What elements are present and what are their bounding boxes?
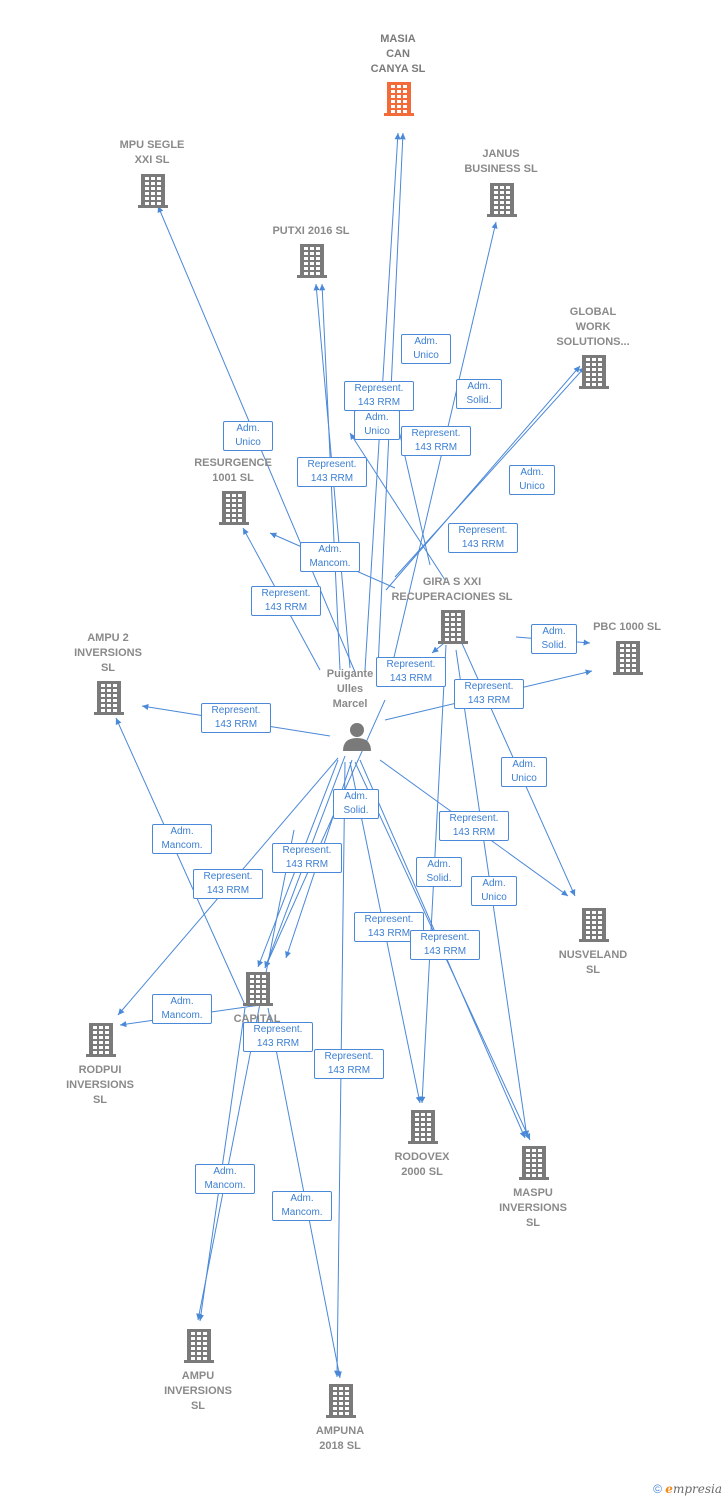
footer-brand: © empresia [653,1482,722,1496]
relation-label[interactable]: Represent. 143 RRM [354,912,424,942]
building-icon [519,1146,549,1180]
arrowhead [394,133,401,140]
arrowhead [561,889,568,896]
company-label-masia-can-canya: MASIA CAN CANYA SL [370,33,426,75]
arrowhead [583,639,590,646]
arrowhead [118,1008,125,1015]
relation-label[interactable]: Adm. Mancom. [195,1164,255,1194]
building-icon [438,610,468,644]
arrowhead [120,1021,127,1028]
relation-label[interactable]: Adm. Unico [509,465,555,495]
arrowhead [523,1130,530,1137]
company-label-global-work: GLOBAL WORK SOLUTIONS... [556,306,630,348]
arrowhead [285,951,291,958]
relationship-line [394,412,431,566]
company-label-pbc: PBC 1000 SL [593,621,661,633]
relation-label[interactable]: Adm. Mancom. [272,1191,332,1221]
person-label: Puigante Ulles Marcel [326,668,374,710]
relation-label[interactable]: Adm. Unico [471,876,517,906]
company-label-putxi: PUTXI 2016 SL [272,225,350,237]
arrowhead [573,366,580,373]
arrowhead [569,889,576,896]
arrowhead [335,1371,342,1378]
person-icon [342,721,372,751]
company-label-ampu: AMPU INVERSIONS SL [164,1370,232,1412]
relation-label[interactable]: Represent. 143 RRM [272,843,342,873]
building-icon [243,972,273,1006]
company-label-rodpui: RODPUI INVERSIONS SL [66,1064,134,1106]
relationship-line [115,717,246,1006]
building-icon [94,681,124,715]
building-icon [487,183,517,217]
arrowhead [264,961,271,968]
arrowhead [270,532,277,539]
building-icon [297,244,327,278]
company-label-maspu: MASPU INVERSIONS SL [499,1187,567,1229]
building-icon [86,1023,116,1057]
relation-label[interactable]: Adm. Solid. [416,857,462,887]
building-icon [579,908,609,942]
relation-label[interactable]: Represent. 143 RRM [201,703,271,733]
relation-label[interactable]: Represent. 143 RRM [376,657,446,687]
company-label-nusveland: NUSVELAND SL [558,949,628,976]
building-icon [138,174,168,208]
building-icon [579,355,609,389]
relation-label[interactable]: Adm. Unico [354,410,400,440]
relation-label[interactable]: Represent. 143 RRM [448,523,518,553]
relation-label[interactable]: Represent. 143 RRM [251,586,321,616]
arrowhead [257,960,264,967]
company-label-ampu2: AMPU 2 INVERSIONS SL [74,632,142,674]
building-icon [408,1110,438,1144]
relation-label[interactable]: Adm. Unico [401,334,451,364]
relation-label[interactable]: Represent. 143 RRM [297,457,367,487]
building-icon [384,82,414,116]
arrowhead [519,1131,526,1138]
relation-label[interactable]: Represent. 143 RRM [314,1049,384,1079]
relation-label[interactable]: Represent. 143 RRM [344,381,414,411]
relation-label[interactable]: Adm. Solid. [531,624,577,654]
arrowhead [491,222,498,229]
arrowhead [313,284,320,291]
arrowhead [142,703,149,710]
arrowhead [419,1096,426,1103]
arrowhead [319,284,326,291]
building-icon [184,1329,214,1363]
company-label-giras: GIRA S XXI RECUPERACIONES SL [391,576,513,603]
arrowhead [399,133,406,140]
building-icon [219,491,249,525]
relation-label[interactable]: Represent. 143 RRM [193,869,263,899]
relation-label[interactable]: Adm. Unico [501,757,547,787]
relation-label[interactable]: Adm. Solid. [456,379,502,409]
relation-label[interactable]: Adm. Unico [223,421,273,451]
arrowhead [196,1313,203,1320]
copyright-icon: © [653,1482,662,1496]
arrowhead [115,718,122,725]
relationship-line [197,829,295,1321]
relation-label[interactable]: Adm. Solid. [333,789,379,819]
relation-label[interactable]: Adm. Mancom. [300,542,360,572]
arrowhead [243,528,249,535]
building-icon [326,1384,356,1418]
relation-label[interactable]: Represent. 143 RRM [410,930,480,960]
company-label-resurgence: RESURGENCE 1001 SL [194,457,272,484]
brand-logo: empresia [665,1482,722,1496]
relation-label[interactable]: Adm. Mancom. [152,824,212,854]
arrowhead [350,433,356,440]
company-label-ampuna: AMPUNA 2018 SL [315,1425,365,1452]
company-label-mpu-segle: MPU SEGLE XXI SL [119,139,185,166]
relation-label[interactable]: Represent. 143 RRM [243,1022,313,1052]
company-label-rodovex: RODOVEX 2000 SL [394,1151,450,1178]
relation-label[interactable]: Represent. 143 RRM [439,811,509,841]
arrowhead [585,669,592,676]
relation-label[interactable]: Adm. Mancom. [152,994,212,1024]
company-label-janus: JANUS BUSINESS SL [464,148,538,175]
relationship-line [385,365,581,591]
arrowhead [432,646,439,653]
relation-label[interactable]: Represent. 143 RRM [454,679,524,709]
relationship-line [394,366,586,578]
building-icon [613,641,643,675]
relation-label[interactable]: Represent. 143 RRM [401,426,471,456]
